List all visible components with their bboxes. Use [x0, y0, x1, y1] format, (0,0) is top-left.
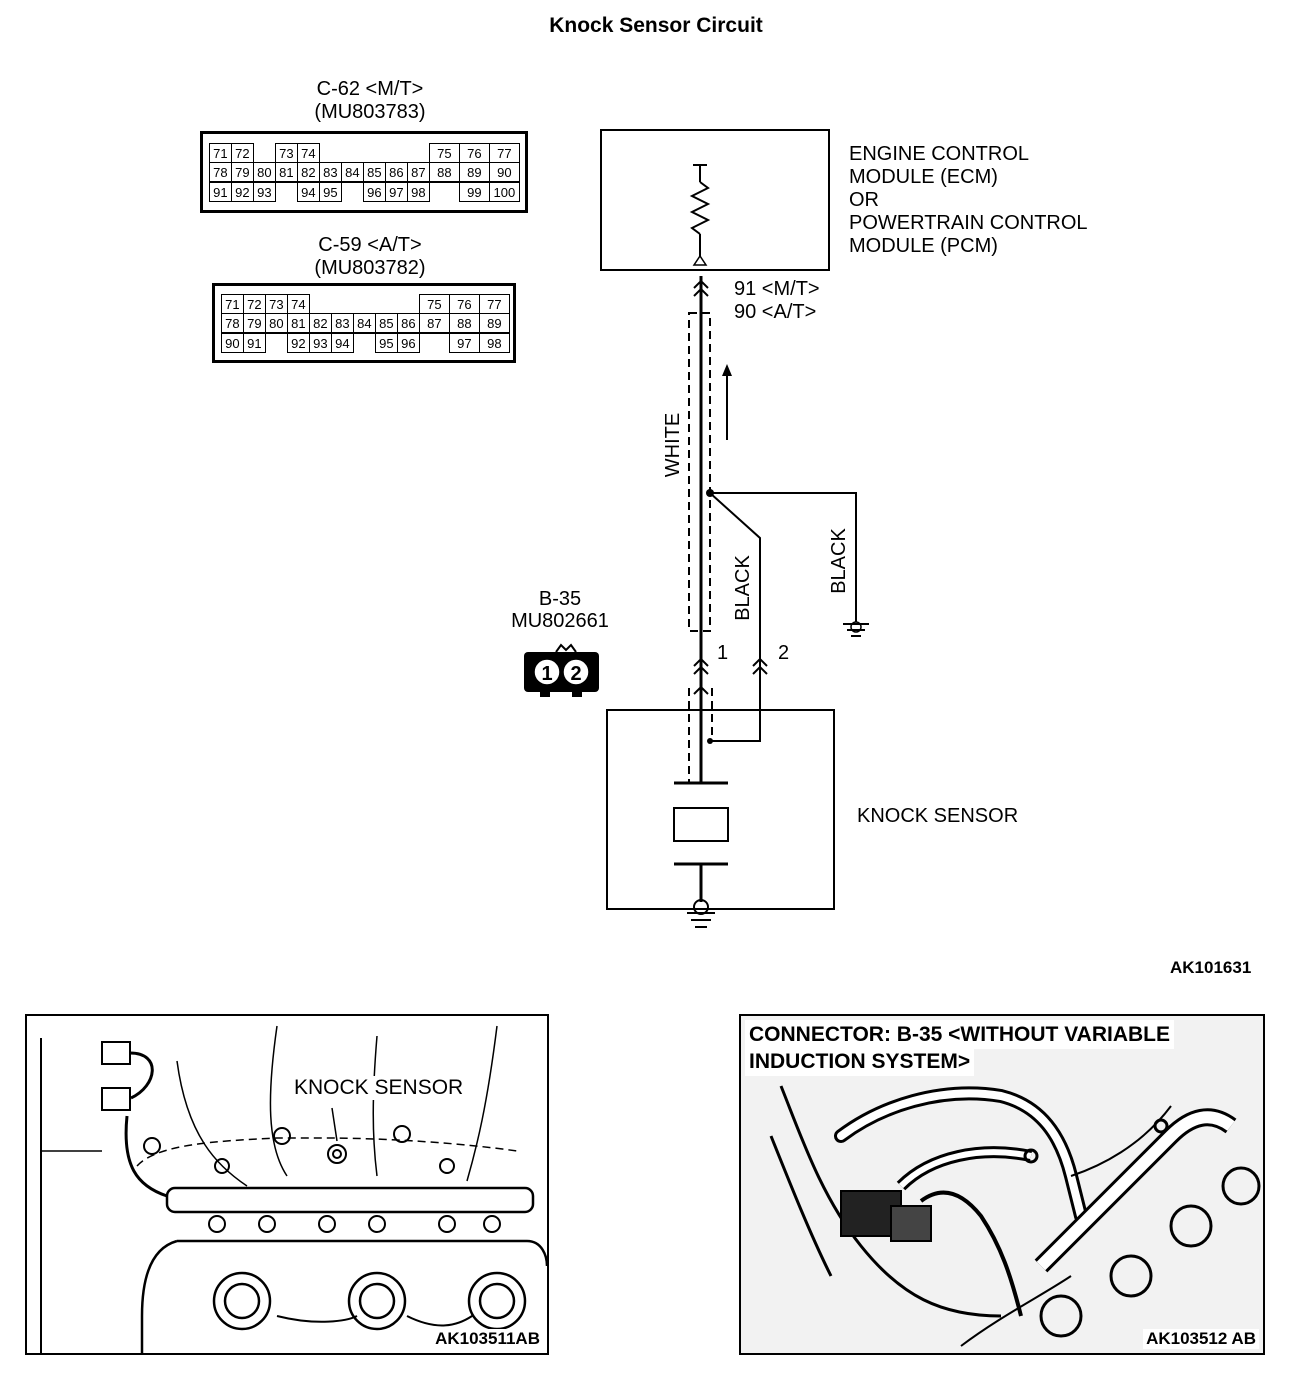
circuit-schematic: 1 2 WHITE BLACK BLACK 1 2 [524, 129, 869, 928]
wire-label-white: WHITE [662, 413, 684, 477]
piezo-element-symbol [673, 807, 729, 842]
connector-c59-pin-cell [265, 332, 288, 353]
resistor-symbol [689, 181, 711, 235]
connector-b35-part: MU802661 [511, 610, 609, 632]
connector-c62-part: (MU803783) [314, 101, 426, 123]
connector-c59-pin-cell [419, 332, 450, 353]
photo-left-caption: KNOCK SENSOR [292, 1076, 466, 1100]
connector-b35-name: B-35 [538, 588, 582, 610]
engine-manifold-illustration [40, 1025, 547, 1353]
connector-c62-pin-cell [341, 181, 364, 202]
ecm-label-line-4: POWERTRAIN CONTROL [849, 212, 1088, 234]
ground-symbol-lower [693, 899, 709, 915]
connector-c62-pin-cell [429, 181, 460, 202]
ecm-label-line-2: MODULE (ECM) [849, 166, 998, 188]
ecm-label-line-3: OR [849, 189, 879, 211]
ecm-box [600, 129, 830, 271]
connector-c62-name: C-62 <M/T> [316, 78, 424, 100]
photo-left-figure-code: AK103511AB [432, 1329, 543, 1349]
shield-ground-wire [710, 492, 857, 622]
circuit-figure-code: AK101631 [1170, 958, 1252, 977]
connector-c62-pin-cell: 93 [253, 181, 276, 202]
fuel-rail [165, 1186, 535, 1214]
terminal-number-1: 1 [717, 642, 728, 664]
terminal-number-2: 2 [778, 642, 789, 664]
photo-right-caption-line-2: INDUCTION SYSTEM> [745, 1047, 975, 1076]
knock-sensor-location-photo: KNOCK SENSOR AK103511AB [25, 1014, 549, 1355]
ecm-pin-mt: 91 <M/T> [734, 278, 820, 300]
ecm-pin-at: 90 <A/T> [734, 301, 817, 323]
photo-right-figure-code: AK103512 AB [1143, 1329, 1259, 1349]
connector-c62-pin-cell: 98 [407, 181, 430, 202]
connector-c59-pin-cell: 91 [243, 332, 266, 353]
connector-c62-pin-cell: 100 [489, 181, 520, 202]
ecm-label-line-5: MODULE (PCM) [849, 235, 998, 257]
connector-c59-part: (MU803782) [314, 257, 426, 279]
diagram-title: Knock Sensor Circuit [549, 14, 763, 37]
ecm-terminal-symbol [692, 254, 708, 266]
knock-sensor-box [606, 709, 835, 910]
ecm-label-line-1: ENGINE CONTROL [849, 143, 1030, 165]
photo-right-caption-line-1: CONNECTOR: B-35 <WITHOUT VARIABLE [745, 1020, 1174, 1049]
connector-c62-pin-cell [275, 181, 298, 202]
connector-c62-pin-cell: 95 [319, 181, 342, 202]
connector-b35-pin-1: 1 [541, 663, 552, 685]
connector-c59-pin-cell [353, 332, 376, 353]
wire-label-black-1: BLACK [732, 555, 754, 621]
wire-label-black-2: BLACK [828, 528, 850, 594]
connector-c59-pin-cell: 96 [397, 332, 420, 353]
connector-c59-pin-cell: 94 [331, 332, 354, 353]
knock-sensor-label: KNOCK SENSOR [857, 805, 1019, 827]
connector-b35-pin-2: 2 [570, 663, 581, 685]
shield-wire-black [709, 492, 761, 742]
ground-symbol-upper [850, 621, 862, 633]
connector-b35-location-photo: CONNECTOR: B-35 <WITHOUT VARIABLE INDUCT… [739, 1014, 1265, 1355]
connector-c59-pin-cell: 98 [479, 332, 510, 353]
connector-c59-name: C-59 <A/T> [318, 234, 422, 256]
